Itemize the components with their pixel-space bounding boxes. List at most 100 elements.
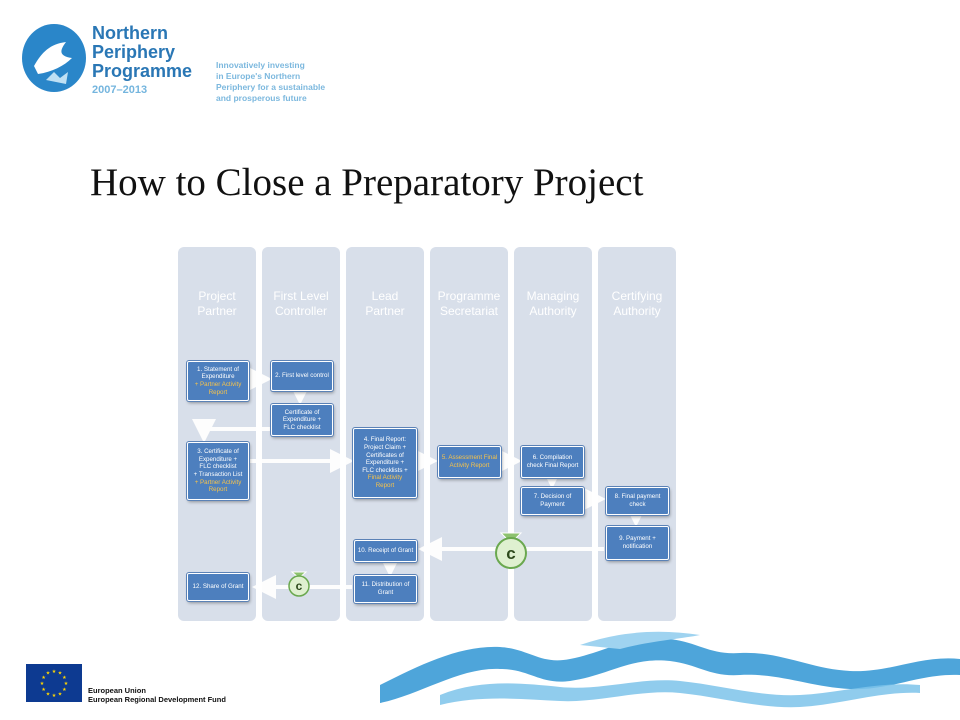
svg-text:★: ★	[58, 671, 63, 677]
money-bag-small-icon: c	[288, 571, 310, 597]
lane-heading-line: Authority	[613, 304, 661, 318]
step-10-receipt-of-grant: 10. Receipt of Grant	[354, 540, 417, 562]
step-text: 12. Share of Grant	[192, 583, 244, 591]
eu-line-1: European Union	[88, 686, 146, 695]
certificate-of-expenditure: Certificate of Expenditure + FLC checkli…	[271, 404, 333, 436]
svg-text:★: ★	[62, 687, 67, 693]
step-6-compilation-check: 6. Compilation check Final Report	[521, 446, 584, 478]
step-text: 2. First level control	[275, 372, 329, 380]
step-3-certificate-of-expenditure: 3. Certificate of Expenditure + FLC chec…	[187, 442, 249, 500]
step-text: 9. Payment +	[619, 535, 656, 543]
lane-heading-line: Secretariat	[439, 304, 499, 318]
step-text: Certificate of	[284, 408, 320, 416]
lane-heading-line: Project	[198, 289, 236, 303]
svg-text:c: c	[296, 579, 303, 593]
step-text: 1. Statement of	[197, 365, 239, 373]
step-text: FLC checklists +	[362, 466, 408, 474]
step-highlight: Report	[375, 481, 395, 489]
step-text: Expenditure	[201, 373, 235, 381]
step-text: 8. Final payment	[614, 493, 661, 501]
arrow-cert-3	[192, 419, 271, 443]
tagline-line: Periphery for a sustainable	[216, 82, 326, 92]
step-highlight: 5. Assessment Final	[441, 454, 498, 462]
svg-text:★: ★	[46, 671, 51, 677]
svg-text:★: ★	[40, 681, 45, 687]
step-2-first-level-control: 2. First level control	[271, 361, 333, 391]
tagline: Innovatively investing in Europe's North…	[216, 60, 346, 104]
step-text: FLC checklist	[283, 423, 321, 431]
svg-text:★: ★	[62, 675, 67, 681]
step-text: 6. Compilation	[532, 454, 573, 462]
step-highlight: + Partner Activity	[194, 381, 242, 388]
lane-heading: Lead Partner	[346, 289, 424, 319]
lane-heading: Programme Secretariat	[430, 289, 508, 319]
tagline-line: in Europe's Northern	[216, 71, 301, 81]
step-text: Expenditure +	[282, 416, 322, 424]
brand-line-2: Periphery	[92, 42, 176, 62]
step-8-final-payment-check: 8. Final payment check	[606, 487, 669, 515]
lane-heading: Certifying Authority	[598, 289, 676, 319]
svg-text:★: ★	[58, 691, 63, 697]
step-1-statement-of-expenditure: 1. Statement of Expenditure + Partner Ac…	[187, 361, 249, 401]
svg-text:★: ★	[52, 669, 57, 675]
step-text: 11. Distribution of	[361, 581, 410, 589]
wave-decoration	[380, 631, 960, 708]
step-text: 3. Certificate of	[197, 448, 239, 456]
step-12-share-of-grant: 12. Share of Grant	[187, 573, 249, 601]
step-text: Project Claim +	[363, 444, 407, 452]
process-diagram: Project Partner First Level Controller L…	[178, 247, 678, 623]
step-text: notification	[622, 543, 653, 550]
flow-arrows: c c	[192, 367, 648, 599]
svg-text:★: ★	[46, 691, 51, 697]
lane-heading: First Level Controller	[262, 289, 340, 319]
step-7-decision-of-payment: 7. Decision of Payment	[521, 487, 584, 515]
step-11-distribution-of-grant: 11. Distribution of Grant	[354, 575, 417, 603]
brand-line-3: Programme	[92, 61, 193, 81]
brand-line-1: Northern	[92, 23, 168, 43]
brand-name: Northern Periphery Programme 2007–2013	[92, 24, 192, 97]
step-text: Certificates of	[366, 451, 404, 459]
lane-heading-line: First Level	[273, 289, 329, 303]
lane-heading-line: Controller	[274, 304, 328, 318]
lane-heading-line: Programme	[437, 289, 501, 303]
eu-stars-icon: ★★★ ★★★ ★★★ ★★★	[40, 669, 69, 699]
brand-years: 2007–2013	[92, 84, 148, 96]
step-highlight: Report	[208, 388, 228, 396]
step-highlight: Activity Report	[449, 462, 490, 469]
step-4-final-report: 4. Final Report: Project Claim + Certifi…	[353, 428, 417, 498]
step-9-payment-notification: 9. Payment + notification	[606, 526, 669, 560]
svg-text:★: ★	[64, 681, 69, 687]
step-text: Expenditure +	[365, 459, 405, 467]
tagline-line: and prosperous future	[216, 93, 307, 103]
svg-text:★: ★	[41, 687, 46, 693]
page-title: How to Close a Preparatory Project	[90, 161, 644, 204]
lane-heading-line: Authority	[529, 304, 577, 318]
lane-heading-line: Lead	[371, 289, 399, 303]
lane-heading-line: Managing	[526, 289, 580, 303]
eu-flag: ★★★ ★★★ ★★★ ★★★	[26, 664, 82, 702]
step-text: Expenditure +	[198, 455, 238, 463]
lane-heading: Project Partner	[178, 289, 256, 319]
step-text: + Transaction List	[193, 471, 243, 478]
step-text: 4. Final Report:	[363, 436, 407, 444]
step-text: Payment	[540, 501, 565, 508]
dove-logo-icon	[22, 24, 86, 92]
money-bag-icon: c	[495, 532, 527, 569]
step-highlight: + Partner Activity	[194, 478, 242, 486]
step-highlight: Report	[208, 486, 228, 494]
step-highlight: Final Activity	[367, 474, 403, 482]
tagline-line: Innovatively investing	[216, 60, 305, 70]
step-5-assessment-final-activity-report: 5. Assessment Final Activity Report	[438, 446, 501, 478]
lane-heading-line: Certifying	[611, 289, 663, 303]
lane-programme-secretariat: Programme Secretariat	[430, 247, 508, 621]
step-text: check Final Report	[526, 462, 579, 469]
lane-heading: Managing Authority	[514, 289, 592, 319]
step-text: FLC checklist	[199, 463, 237, 471]
svg-text:★: ★	[52, 693, 57, 699]
step-text: 7. Decision of	[533, 493, 572, 501]
step-text: Grant	[377, 589, 394, 596]
svg-text:★: ★	[41, 675, 46, 681]
step-text: check	[629, 501, 646, 508]
lane-heading-line: Partner	[197, 304, 237, 318]
svg-text:c: c	[506, 544, 515, 563]
